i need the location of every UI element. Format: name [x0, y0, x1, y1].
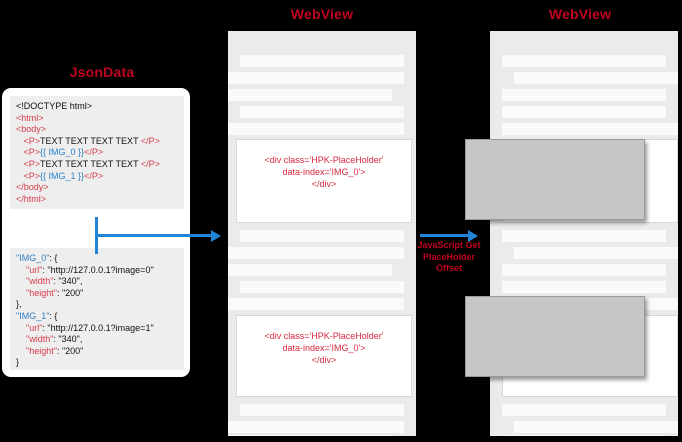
- text-line-bar: [228, 435, 392, 436]
- placeholder-box-2: <div class='HPK-PlaceHolder' data-index=…: [236, 315, 412, 397]
- json-source-block: "IMG_0": { "url": "http://127.0.0.1?imag…: [10, 248, 184, 370]
- code-line: <P>: [23, 135, 41, 146]
- code-line: <!DOCTYPE html>: [16, 101, 93, 111]
- code-line: <body>: [16, 124, 47, 135]
- text-line-bar: [502, 264, 666, 276]
- code-line: <html>: [16, 112, 44, 123]
- json-key: "width": [26, 334, 54, 345]
- text-line-bar: [502, 281, 666, 293]
- text-line-bar: [228, 89, 392, 101]
- json-key: "width": [26, 276, 54, 287]
- text-line-bar: [240, 281, 404, 293]
- text-line-bar: [228, 72, 404, 84]
- json-data-title: JsonData: [69, 64, 135, 80]
- text-line-bar: [228, 264, 392, 276]
- text-line-bar: [228, 421, 404, 433]
- rendered-image-2: [465, 296, 645, 377]
- text-line-bar: [502, 404, 666, 416]
- placeholder-box-1: <div class='HPK-PlaceHolder' data-index=…: [236, 139, 412, 223]
- code-line: <P>: [23, 147, 41, 158]
- text-line-bar: [514, 72, 678, 84]
- code-line: <P>: [23, 158, 41, 169]
- placeholder-code-1: <div class='HPK-PlaceHolder' data-index=…: [264, 155, 384, 189]
- text-line-bar: [502, 55, 666, 67]
- text-line-bar: [240, 230, 404, 242]
- text-line-bar: [228, 123, 404, 135]
- text-line-bar: [240, 55, 404, 67]
- text-line-bar: [502, 435, 666, 436]
- text-line-bar: [514, 421, 678, 433]
- json-key: "url": [26, 322, 43, 333]
- text-line-bar: [502, 89, 666, 101]
- arrow-javascript-offset-label: JavaScript Get PlaceHolder Offset: [417, 240, 481, 273]
- arrow-webview-to-webview-head: [468, 229, 478, 242]
- text-line-bar: [514, 247, 678, 259]
- webview-right-title: WebView: [548, 6, 612, 22]
- text-line-bar: [502, 106, 666, 118]
- json-key: "IMG_0": [16, 253, 50, 263]
- code-line: </html>: [16, 193, 47, 204]
- code-line: <P>: [23, 170, 41, 181]
- json-data-card: <!DOCTYPE html> <html> <body> <P>TEXT TE…: [2, 88, 190, 377]
- webview-middle-title: WebView: [290, 6, 354, 22]
- text-line-bar: [502, 123, 678, 135]
- json-key: "height": [26, 345, 57, 356]
- webview-middle-panel: <div class='HPK-PlaceHolder' data-index=…: [228, 31, 416, 436]
- text-line-bar: [240, 106, 404, 118]
- arrow-json-to-webview-head: [211, 229, 221, 242]
- text-line-bar: [228, 247, 404, 259]
- json-key: "IMG_1": [16, 310, 50, 321]
- json-key: "url": [26, 264, 43, 275]
- arrow-json-to-webview-line: [95, 234, 213, 237]
- html-source-block: <!DOCTYPE html> <html> <body> <P>TEXT TE…: [10, 96, 184, 209]
- rendered-image-1: [465, 139, 645, 220]
- text-line-bar: [240, 404, 404, 416]
- json-key: "height": [26, 287, 57, 298]
- arrow-webview-to-webview-line: [420, 234, 470, 237]
- code-line: </body>: [16, 182, 49, 193]
- text-line-bar: [228, 298, 404, 310]
- text-line-bar: [502, 230, 666, 242]
- placeholder-code-2: <div class='HPK-PlaceHolder' data-index=…: [264, 331, 384, 365]
